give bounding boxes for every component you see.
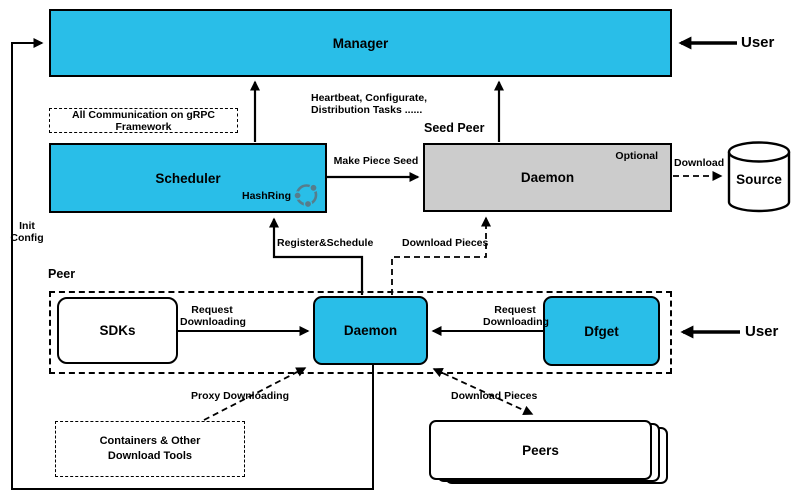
- request-downloading-dfget-label: Request Downloading: [483, 304, 549, 328]
- grpc-note-label: All Communication on gRPC Framework: [72, 108, 215, 133]
- seed-peer-group-label: Seed Peer: [424, 121, 485, 135]
- optional-label: Optional: [615, 150, 658, 162]
- peer-group-container: [49, 291, 672, 374]
- download-pieces-peers-label: Download Pieces: [451, 390, 538, 402]
- scheduler-label: Scheduler: [155, 170, 221, 186]
- seed-peer-daemon-node: Daemon Optional: [423, 143, 672, 212]
- hashring-label: HashRing: [241, 190, 291, 202]
- init-config-label: Init Config: [10, 220, 44, 244]
- peer-daemon-label: Daemon: [343, 323, 398, 338]
- dfget-node: Dfget: [543, 296, 660, 366]
- heartbeat-label: Heartbeat, Configurate, Distribution Tas…: [311, 92, 428, 116]
- containers-label: Containers & Other Download Tools: [99, 435, 201, 462]
- user-bottom-label: User: [745, 323, 779, 340]
- manager-node: Manager: [49, 9, 672, 77]
- scheduler-node: Scheduler HashRing: [49, 143, 327, 213]
- download-pieces-seed-label: Download Pieces: [402, 237, 489, 249]
- peer-daemon-node: Daemon: [313, 296, 428, 365]
- peers-stack-front: Peers: [429, 420, 652, 480]
- edge-register-schedule: [269, 217, 364, 295]
- seed-peer-daemon-label: Daemon: [520, 170, 575, 185]
- request-downloading-sdk-label: Request Downloading: [180, 304, 246, 328]
- sdks-node: SDKs: [57, 297, 178, 364]
- manager-label: Manager: [332, 35, 389, 51]
- edge-download-pieces-seed: [391, 216, 491, 295]
- make-piece-seed-label: Make Piece Seed: [333, 155, 419, 167]
- user-top-label: User: [741, 34, 775, 51]
- dfget-label: Dfget: [584, 323, 619, 339]
- source-label: Source: [736, 172, 782, 187]
- grpc-note: All Communication on gRPC Framework: [49, 108, 238, 133]
- hashring-icon: [293, 183, 318, 209]
- proxy-downloading-label: Proxy Downloading: [191, 390, 290, 402]
- containers-node: Containers & Other Download Tools: [55, 421, 245, 477]
- peer-group-label: Peer: [48, 267, 76, 281]
- register-schedule-label: Register&Schedule: [277, 237, 374, 249]
- download-source-label: Download: [674, 157, 725, 169]
- peers-label: Peers: [522, 442, 559, 458]
- sdks-label: SDKs: [99, 323, 136, 338]
